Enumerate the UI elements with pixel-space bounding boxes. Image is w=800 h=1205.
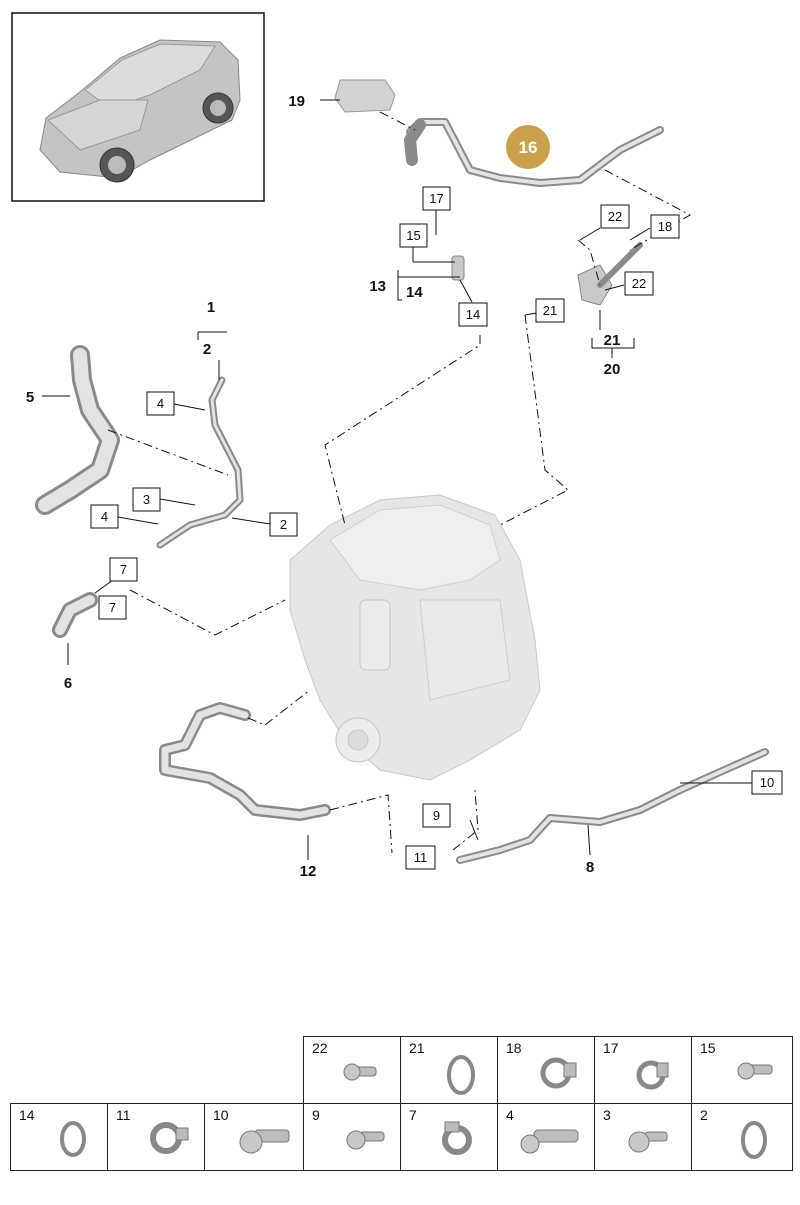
callout-6[interactable]: 6 <box>64 675 72 692</box>
pipe-8 <box>456 748 769 864</box>
part-cell-14[interactable]: 14 <box>10 1103 108 1171</box>
svg-text:18: 18 <box>658 219 672 234</box>
bolt-icon <box>346 1130 385 1150</box>
callout-box-2b[interactable]: 2 <box>269 512 298 537</box>
callout-box-22a[interactable]: 22 <box>600 204 630 229</box>
callout-box-14a[interactable]: 14 <box>458 302 488 327</box>
svg-text:11: 11 <box>414 850 428 865</box>
bracket-19 <box>334 79 396 113</box>
callout-20[interactable]: 20 <box>604 361 621 378</box>
svg-text:9: 9 <box>433 808 440 823</box>
part-cell-18[interactable]: 18 <box>497 1036 595 1104</box>
clip-icon <box>636 1060 669 1090</box>
svg-text:7: 7 <box>109 600 116 615</box>
callout-1[interactable]: 1 <box>207 299 215 316</box>
svg-text:2: 2 <box>280 517 287 532</box>
part-cell-10[interactable]: 10 <box>204 1103 304 1171</box>
hose-clamp-icon <box>442 1121 472 1155</box>
seal-ring-icon <box>60 1121 86 1157</box>
bolt-icon <box>239 1129 290 1154</box>
callout-14b[interactable]: 14 <box>406 284 423 301</box>
svg-text:15: 15 <box>406 228 420 243</box>
svg-text:14: 14 <box>466 307 480 322</box>
bolt-icon <box>628 1131 668 1153</box>
callout-box-4b[interactable]: 4 <box>90 504 119 529</box>
callout-box-7b[interactable]: 7 <box>98 595 127 620</box>
part-cell-9[interactable]: 9 <box>303 1103 401 1171</box>
part-cell-4[interactable]: 4 <box>497 1103 595 1171</box>
svg-text:7: 7 <box>120 562 127 577</box>
seal-ring-icon <box>741 1121 767 1159</box>
pipe-16 <box>404 118 664 187</box>
callout-19[interactable]: 19 <box>288 93 305 110</box>
engine-block <box>289 494 541 781</box>
leader-lines <box>42 99 752 860</box>
callout-box-7a[interactable]: 7 <box>109 557 138 582</box>
callout-5[interactable]: 5 <box>26 389 34 406</box>
callout-2a[interactable]: 2 <box>203 341 211 358</box>
bolt-icon <box>737 1062 773 1080</box>
callout-box-9[interactable]: 9 <box>422 803 451 828</box>
callout-box-21a[interactable]: 21 <box>535 298 565 323</box>
hose-clamp-icon <box>150 1122 189 1154</box>
svg-text:17: 17 <box>429 191 443 206</box>
part-cell-11[interactable]: 11 <box>107 1103 205 1171</box>
callout-21b[interactable]: 21 <box>604 332 621 349</box>
callout-box-22b[interactable]: 22 <box>624 271 654 296</box>
part-cell-21[interactable]: 21 <box>400 1036 498 1104</box>
pipe-12 <box>159 702 331 821</box>
callout-box-4a[interactable]: 4 <box>146 391 175 416</box>
pipe-6 <box>52 592 98 638</box>
svg-text:22: 22 <box>608 209 622 224</box>
svg-text:4: 4 <box>157 396 164 411</box>
part-cell-22[interactable]: 22 <box>303 1036 401 1104</box>
bolt-icon <box>520 1129 579 1154</box>
callout-box-11[interactable]: 11 <box>405 845 436 870</box>
sensor-13 <box>451 255 465 281</box>
callout-box-15[interactable]: 15 <box>399 223 428 248</box>
svg-text:21: 21 <box>543 303 557 318</box>
vehicle-thumbnail <box>11 12 265 202</box>
callout-box-10[interactable]: 10 <box>751 770 783 795</box>
part-cell-2[interactable]: 2 <box>691 1103 793 1171</box>
svg-text:3: 3 <box>143 492 150 507</box>
bolt-icon <box>343 1063 377 1081</box>
svg-text:4: 4 <box>101 509 108 524</box>
seal-ring-icon <box>447 1055 475 1095</box>
svg-text:22: 22 <box>632 276 646 291</box>
svg-text:10: 10 <box>760 775 774 790</box>
callout-16: 16 <box>519 138 538 157</box>
callout-box-18[interactable]: 18 <box>650 214 680 239</box>
flange-21 <box>577 242 643 306</box>
part-cell-7[interactable]: 7 <box>400 1103 498 1171</box>
callout-13[interactable]: 13 <box>369 278 386 295</box>
callout-16-highlight[interactable]: 16 <box>506 125 550 169</box>
clip-icon <box>540 1057 577 1089</box>
callout-8[interactable]: 8 <box>586 859 594 876</box>
callout-box-17[interactable]: 17 <box>422 186 451 211</box>
pipe-1 <box>156 376 244 549</box>
part-cell-15[interactable]: 15 <box>691 1036 793 1104</box>
assembly-lines <box>107 111 692 854</box>
callout-box-3[interactable]: 3 <box>132 487 161 512</box>
callout-12[interactable]: 12 <box>300 863 317 880</box>
part-cell-17[interactable]: 17 <box>594 1036 692 1104</box>
part-cell-3[interactable]: 3 <box>594 1103 692 1171</box>
pipe-5 <box>35 345 120 515</box>
